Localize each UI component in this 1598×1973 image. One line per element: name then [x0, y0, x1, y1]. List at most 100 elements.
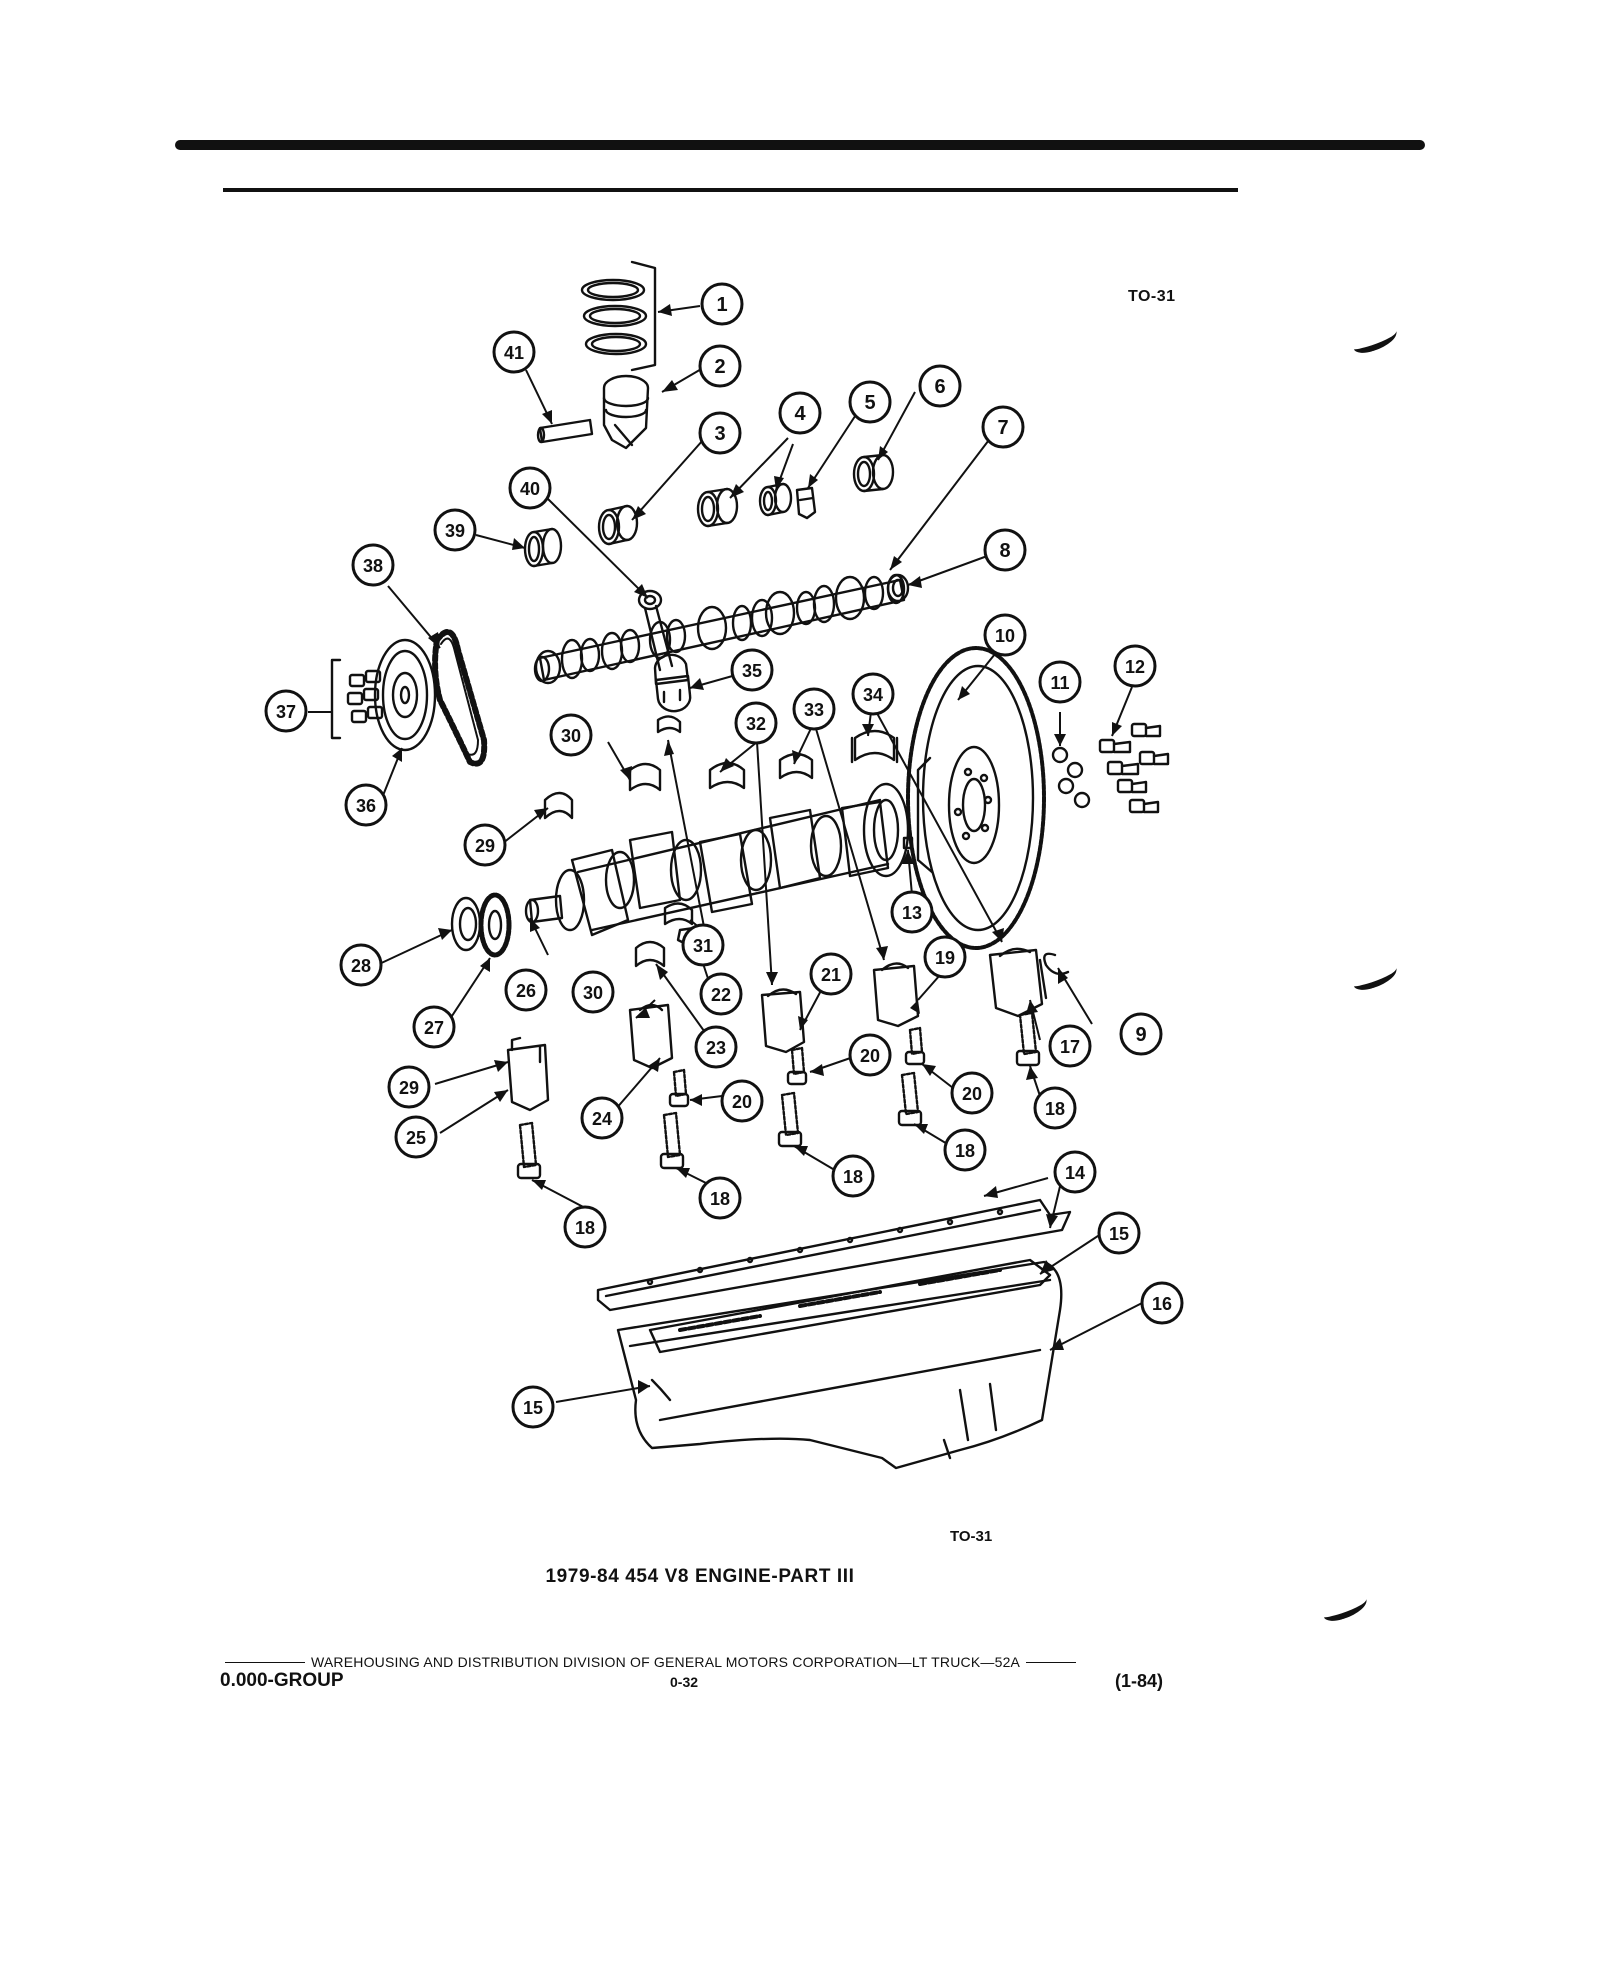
callout-label: 29 — [399, 1078, 419, 1098]
callout-c18a: 18 — [563, 1205, 607, 1249]
callout-c19: 19 — [923, 935, 967, 979]
callout-label: 4 — [794, 403, 806, 425]
callout-label: 21 — [821, 965, 841, 985]
callout-label: 13 — [902, 903, 922, 923]
callout-circle — [511, 1385, 555, 1429]
bearing-upper-32 — [708, 761, 746, 790]
callout-c35: 35 — [730, 648, 774, 692]
callout-c30b: 30 — [571, 970, 615, 1014]
callout-circle — [918, 364, 962, 408]
callout-circle — [778, 391, 822, 435]
callout-c12: 12 — [1113, 644, 1157, 688]
callout-circle — [492, 330, 536, 374]
callout-circle — [339, 943, 383, 987]
callout-label: 9 — [1135, 1024, 1146, 1046]
callout-circle — [698, 344, 742, 388]
callout-label: 12 — [1125, 657, 1145, 677]
callout-label: 39 — [445, 521, 465, 541]
plug-5 — [795, 486, 817, 520]
flywheel-washers — [1051, 746, 1091, 809]
callout-label: 30 — [561, 726, 581, 746]
bolt-20b — [786, 1046, 808, 1086]
callout-c7: 7 — [981, 405, 1025, 449]
crankshaft — [524, 782, 910, 937]
piston-ring-set — [580, 260, 657, 372]
footer-rule-left — [225, 1661, 305, 1663]
callout-c18e: 18 — [1033, 1086, 1077, 1130]
callout-c24: 24 — [580, 1096, 624, 1140]
figure-title: 1979-84 454 V8 ENGINE-PART III — [545, 1566, 855, 1587]
callout-c29b: 29 — [387, 1065, 431, 1109]
bolt-18e — [1015, 1011, 1041, 1067]
callout-circle — [943, 1128, 987, 1172]
callout-circle — [1038, 660, 1082, 704]
callout-circle — [571, 970, 615, 1014]
callout-circle — [563, 1205, 607, 1249]
callout-c33: 33 — [792, 687, 836, 731]
callout-circle — [923, 935, 967, 979]
bearing-cap-17 — [988, 947, 1048, 1018]
callout-c6: 6 — [918, 364, 962, 408]
footer-page-number: 0-32 — [670, 1674, 699, 1690]
callout-label: 25 — [406, 1128, 426, 1148]
callout-c21: 21 — [809, 952, 853, 996]
figure-ref-top: TO-31 — [1128, 288, 1176, 305]
oil-pan-16 — [616, 1260, 1063, 1470]
bearing-cap-25 — [506, 1036, 550, 1112]
rod-bearing-lower-31 — [663, 902, 694, 926]
rod-cap-35 — [654, 674, 692, 713]
callout-circle — [700, 282, 744, 326]
callout-label: 28 — [351, 956, 371, 976]
callout-circle — [463, 823, 507, 867]
callout-circle — [1119, 1012, 1163, 1056]
callout-c5: 5 — [848, 380, 892, 424]
callout-circle — [981, 405, 1025, 449]
footer-group: 0.000-GROUP — [220, 1670, 344, 1691]
callout-label: 18 — [1045, 1099, 1065, 1119]
callout-label: 36 — [356, 796, 376, 816]
oil-pan-gasket-14 — [596, 1198, 1072, 1312]
callout-c29a: 29 — [463, 823, 507, 867]
callout-c10: 10 — [983, 613, 1027, 657]
callout-circle — [504, 968, 548, 1012]
callout-c15b: 15 — [511, 1385, 555, 1429]
callout-c30a: 30 — [549, 713, 593, 757]
bearing-cap-21 — [760, 988, 806, 1054]
callout-label: 19 — [935, 948, 955, 968]
callout-c3: 3 — [698, 411, 742, 455]
callout-c18d: 18 — [943, 1128, 987, 1172]
callout-label: 15 — [1109, 1224, 1129, 1244]
callout-circle — [264, 689, 308, 733]
callout-label: 2 — [714, 356, 725, 378]
camshaft — [533, 573, 906, 685]
bolt-18a — [516, 1121, 542, 1180]
callout-circle — [1140, 1281, 1184, 1325]
callout-c2: 2 — [698, 344, 742, 388]
bearing-cap-19 — [872, 962, 920, 1028]
footer-division-text: WAREHOUSING AND DISTRIBUTION DIVISION OF… — [311, 1654, 1021, 1670]
callout-circle — [730, 648, 774, 692]
seal-9 — [1043, 952, 1070, 976]
callout-circle — [1053, 1150, 1097, 1194]
callout-c28: 28 — [339, 943, 383, 987]
bearing-lower-23 — [634, 940, 666, 968]
callout-circle — [508, 466, 552, 510]
callout-circle — [394, 1115, 438, 1159]
callout-circle — [1097, 1211, 1141, 1255]
callout-label: 20 — [962, 1084, 982, 1104]
piston — [602, 374, 650, 450]
cam-bearing-4a — [696, 487, 739, 528]
callout-c27: 27 — [412, 1005, 456, 1049]
bolt-18b — [659, 1111, 685, 1170]
callout-label: 40 — [520, 479, 540, 499]
callout-c11: 11 — [1038, 660, 1082, 704]
flywheel-bolts — [1098, 722, 1170, 814]
callout-label: 26 — [516, 981, 536, 1001]
callout-label: 20 — [860, 1046, 880, 1066]
callout-c23: 23 — [694, 1025, 738, 1069]
flywheel — [906, 646, 1046, 950]
callout-circle — [890, 890, 934, 934]
callout-label: 27 — [424, 1018, 444, 1038]
callout-label: 24 — [592, 1109, 612, 1129]
